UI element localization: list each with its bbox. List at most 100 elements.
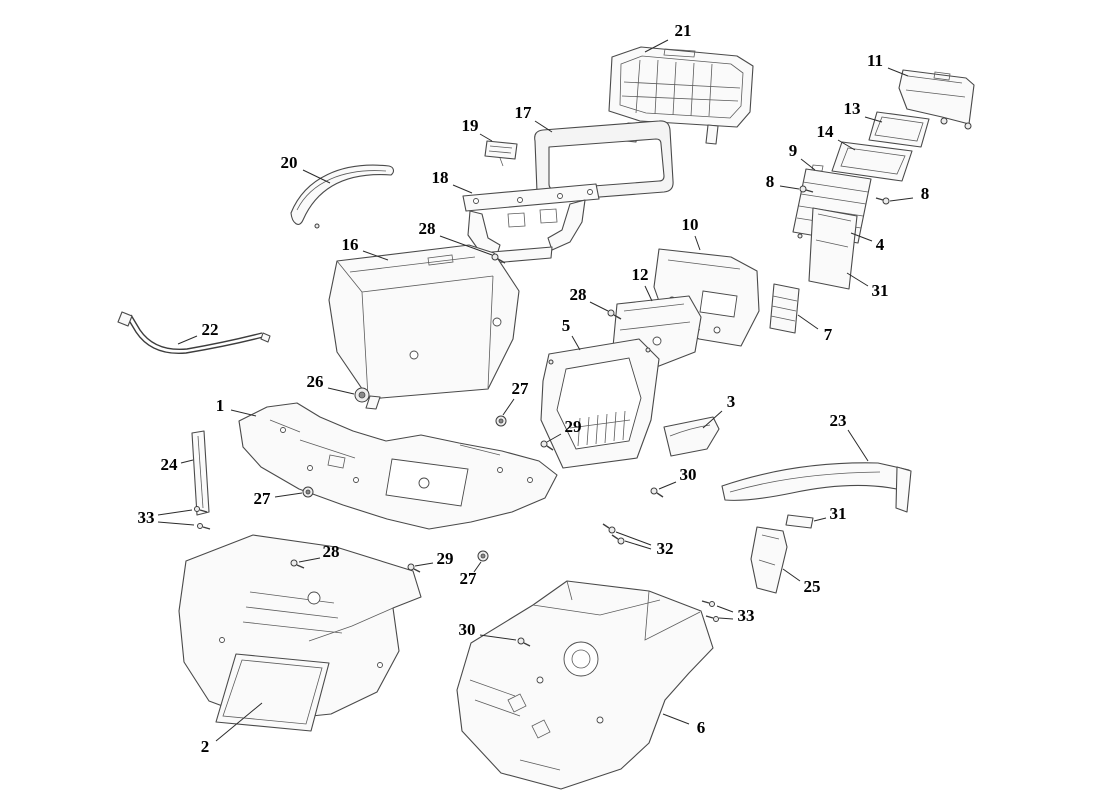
callout-label-33: 33 xyxy=(138,508,155,527)
callout-label-27: 27 xyxy=(254,489,272,508)
leader-line-14 xyxy=(837,139,856,151)
callout-label-12: 12 xyxy=(632,265,649,284)
callout-label-30: 30 xyxy=(680,465,697,484)
leader-line-29 xyxy=(414,562,434,567)
grommet-27-left xyxy=(302,486,314,498)
leader-line-18 xyxy=(452,184,473,194)
callout-label-26: 26 xyxy=(307,372,324,391)
grommet-27-bottom xyxy=(477,550,489,562)
callout-label-17: 17 xyxy=(515,103,533,122)
part-26 xyxy=(354,387,370,403)
callout-label-21: 21 xyxy=(675,21,692,40)
callout-label-2: 2 xyxy=(201,737,210,756)
leader-line-21 xyxy=(644,39,669,53)
callout-label-11: 11 xyxy=(867,51,883,70)
callout-label-18: 18 xyxy=(432,168,449,187)
leader-line-23 xyxy=(847,429,869,462)
part-3 xyxy=(663,416,720,457)
leader-line-1 xyxy=(230,409,257,417)
callout-label-27: 27 xyxy=(512,379,530,398)
part-7 xyxy=(769,283,800,334)
part-13 xyxy=(868,111,930,148)
fastener-33-right xyxy=(701,600,719,622)
leader-line-13 xyxy=(864,116,883,123)
part-4 xyxy=(808,207,858,290)
fastener-28-bottom xyxy=(290,559,305,569)
fastener-29-top xyxy=(540,440,554,451)
part-14 xyxy=(831,141,913,182)
leader-line-33 xyxy=(716,605,734,613)
leader-line-11 xyxy=(887,67,909,77)
callout-label-13: 13 xyxy=(844,99,861,118)
fastener-30-right xyxy=(650,487,664,498)
leader-line-30 xyxy=(479,634,517,641)
leader-line-32 xyxy=(615,531,652,546)
grommet-27-top xyxy=(495,415,507,427)
leader-line-22 xyxy=(177,335,198,345)
leader-line-2 xyxy=(215,702,263,742)
callout-label-22: 22 xyxy=(202,320,219,339)
part-31 xyxy=(785,514,814,529)
leader-line-28 xyxy=(439,235,493,256)
leader-line-28 xyxy=(298,557,321,563)
leader-line-17 xyxy=(534,120,553,133)
callout-label-5: 5 xyxy=(562,316,571,335)
leader-line-24 xyxy=(180,459,194,464)
part-16 xyxy=(328,244,520,410)
fastener-8-right xyxy=(875,197,890,205)
part-18 xyxy=(462,183,600,264)
fastener-8-left xyxy=(799,185,814,193)
fastener-30-bottom xyxy=(517,637,531,647)
leader-line-33 xyxy=(718,617,734,620)
callout-label-32: 32 xyxy=(657,539,674,558)
leader-line-19 xyxy=(479,133,493,142)
part-2 xyxy=(178,534,422,732)
callout-label-19: 19 xyxy=(462,116,479,135)
callout-label-14: 14 xyxy=(817,122,835,141)
callout-label-1: 1 xyxy=(216,396,225,415)
leader-line-12 xyxy=(644,285,653,302)
leader-line-27 xyxy=(274,492,303,498)
callout-label-25: 25 xyxy=(804,577,821,596)
leader-line-33 xyxy=(157,509,193,516)
leader-lines xyxy=(157,39,914,742)
part-5 xyxy=(540,338,660,469)
callout-label-29: 29 xyxy=(565,417,582,436)
leader-line-27 xyxy=(502,398,515,416)
part-23 xyxy=(721,462,912,513)
leader-line-5 xyxy=(571,335,581,351)
callout-label-7: 7 xyxy=(824,325,833,344)
leader-line-3 xyxy=(702,410,723,429)
leader-line-26 xyxy=(327,387,355,395)
callout-label-3: 3 xyxy=(727,392,736,411)
callout-label-16: 16 xyxy=(342,235,359,254)
leader-line-29 xyxy=(546,433,562,443)
leader-line-7 xyxy=(797,314,819,330)
leader-line-31 xyxy=(846,272,869,287)
leader-line-16 xyxy=(362,250,389,261)
leader-line-27 xyxy=(473,561,482,573)
part-25 xyxy=(750,526,788,594)
fastener-32 xyxy=(602,523,625,545)
callout-label-23: 23 xyxy=(830,411,847,430)
part-11 xyxy=(898,69,975,130)
leader-line-28 xyxy=(589,301,609,312)
leader-line-9 xyxy=(800,158,816,171)
fastener-28-top xyxy=(491,253,506,264)
callout-label-6: 6 xyxy=(697,718,706,737)
leader-line-20 xyxy=(302,169,331,184)
part-20 xyxy=(290,164,394,229)
callout-label-28: 28 xyxy=(570,285,587,304)
fastener-28-mid xyxy=(607,309,622,320)
leader-line-31 xyxy=(813,517,827,522)
part-1 xyxy=(238,402,558,530)
callout-label-24: 24 xyxy=(161,455,179,474)
callout-label-28: 28 xyxy=(419,219,436,238)
callout-label-10: 10 xyxy=(682,215,699,234)
callout-label-33: 33 xyxy=(738,606,755,625)
callout-label-27: 27 xyxy=(460,569,478,588)
leader-line-8 xyxy=(779,185,800,190)
